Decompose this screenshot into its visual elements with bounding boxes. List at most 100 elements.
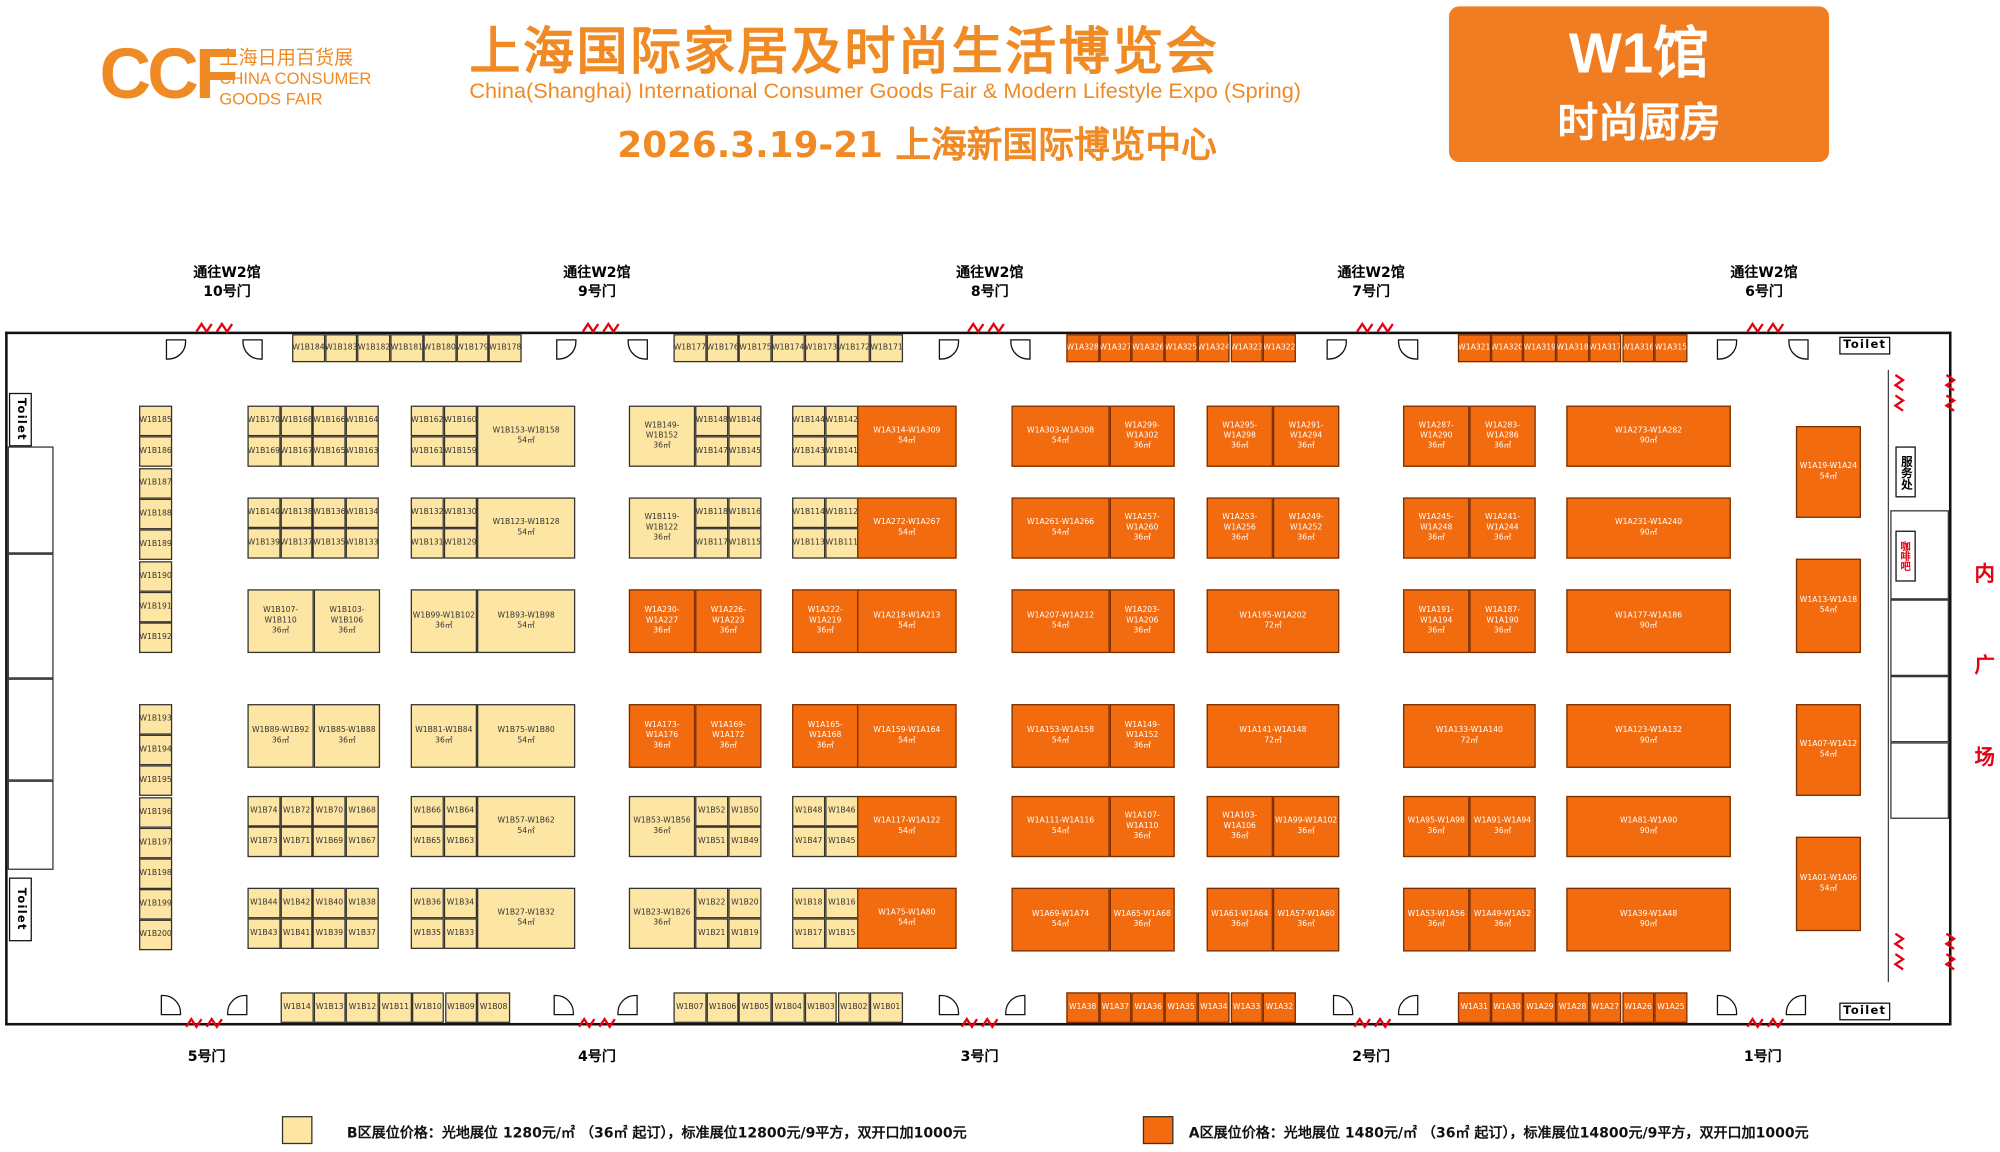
booth[interactable]: W1B73 (247, 826, 281, 858)
booth[interactable]: W1B70 (312, 795, 346, 827)
booth[interactable]: W1B180 (423, 334, 457, 363)
booth[interactable]: W1B132 (410, 497, 444, 529)
booth[interactable]: W1B136 (312, 497, 346, 529)
booth[interactable]: W1B199 (139, 889, 173, 920)
booth[interactable]: W1B175 (739, 334, 772, 363)
booth[interactable]: W1B168 (280, 405, 313, 437)
booth[interactable]: W1B135 (312, 528, 346, 559)
booth[interactable]: W1B03 (804, 992, 838, 1023)
booth[interactable]: W1B113 (792, 528, 826, 559)
booth[interactable]: W1B198 (139, 858, 173, 890)
booth[interactable]: W1B50 (728, 795, 762, 827)
booth[interactable]: W1B145 (728, 436, 762, 467)
booth[interactable]: W1A32 (1262, 992, 1296, 1023)
booth[interactable]: W1B162 (410, 405, 444, 437)
booth[interactable]: W1B33 (443, 918, 478, 949)
booth[interactable]: W1B172 (837, 334, 871, 363)
booth[interactable]: W1B66 (410, 795, 444, 827)
booth[interactable]: W1B46 (825, 795, 859, 827)
booth[interactable]: W1B48 (792, 795, 826, 827)
booth[interactable]: W1B47 (792, 826, 826, 858)
booth[interactable]: W1B20 (728, 887, 762, 919)
booth[interactable]: W1B37 (345, 918, 379, 949)
booth[interactable]: W1B137 (280, 528, 313, 559)
booth[interactable]: W1A26 (1621, 992, 1655, 1023)
booth[interactable]: W1B182 (357, 334, 391, 363)
booth[interactable]: W1B191 (139, 591, 173, 623)
booth[interactable]: W1B36 (410, 887, 444, 919)
booth[interactable]: W1B18 (792, 887, 826, 919)
booth[interactable]: W1A25 (1654, 992, 1688, 1023)
booth[interactable]: W1A328 (1066, 334, 1100, 363)
booth[interactable]: W1A28 (1556, 992, 1589, 1023)
booth[interactable]: W1B178 (488, 334, 522, 363)
booth[interactable]: W1A29 (1523, 992, 1557, 1023)
booth[interactable]: W1A318 (1556, 334, 1589, 363)
booth[interactable]: W1B44 (247, 887, 281, 919)
booth[interactable]: W1A316 (1621, 334, 1655, 363)
booth[interactable]: W1B72 (280, 795, 313, 827)
booth[interactable]: W1A322 (1262, 334, 1296, 363)
booth[interactable]: W1B131 (410, 528, 444, 559)
booth[interactable]: W1B163 (345, 436, 379, 467)
booth[interactable]: W1B148 (695, 405, 729, 437)
booth[interactable]: W1B69 (312, 826, 346, 858)
booth[interactable]: W1B187 (139, 467, 173, 499)
booth[interactable]: W1B190 (139, 560, 173, 592)
booth[interactable]: W1B138 (280, 497, 313, 529)
booth[interactable]: W1B51 (695, 826, 729, 858)
booth[interactable]: W1B176 (706, 334, 740, 363)
booth[interactable]: W1B65 (410, 826, 444, 858)
booth[interactable]: W1B193 (139, 704, 173, 735)
booth[interactable]: W1B114 (792, 497, 826, 529)
booth[interactable]: W1B183 (324, 334, 358, 363)
booth[interactable]: W1B186 (139, 436, 173, 468)
booth[interactable]: W1A320 (1490, 334, 1524, 363)
booth[interactable]: W1B14 (280, 992, 314, 1023)
booth[interactable]: W1B179 (456, 334, 489, 363)
booth[interactable]: W1A37 (1099, 992, 1132, 1023)
booth[interactable]: W1B21 (695, 918, 729, 949)
booth[interactable]: W1B165 (312, 436, 346, 467)
booth[interactable]: W1B200 (139, 920, 173, 951)
booth[interactable]: W1B188 (139, 498, 173, 530)
booth[interactable]: W1B115 (728, 528, 762, 559)
booth[interactable]: W1B06 (706, 992, 739, 1023)
booth[interactable]: W1B146 (728, 405, 762, 437)
booth[interactable]: W1B111 (825, 528, 859, 559)
booth[interactable]: W1B185 (139, 405, 173, 437)
